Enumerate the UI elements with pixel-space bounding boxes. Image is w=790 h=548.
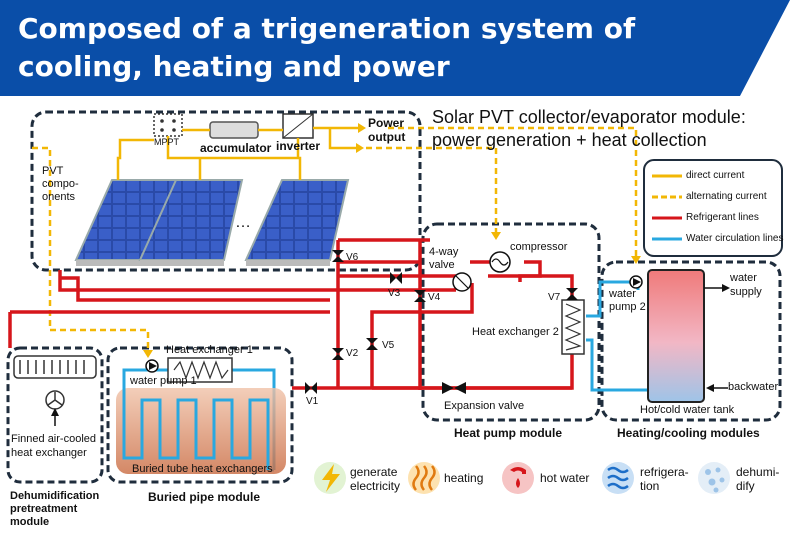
heat-pump-module-box <box>421 222 601 422</box>
valve-v5-label: V5 <box>382 340 395 351</box>
droplets-icon <box>698 462 730 494</box>
dehum-module-box <box>6 346 104 484</box>
feature-hot-water: hot water <box>540 471 590 485</box>
water-supply-label-2: supply <box>730 286 762 298</box>
dehum-module-label-3: module <box>10 516 50 528</box>
pvt-label-1: PVT <box>42 165 64 177</box>
pvt-heading-line1: Solar PVT collector/evaporator module: <box>432 107 746 127</box>
hot-water-icon <box>502 462 534 494</box>
valve-v1-label: V1 <box>306 396 319 407</box>
valve-v6-label: V6 <box>346 252 359 263</box>
water-supply-label-1: water <box>730 272 757 284</box>
water-pump-2-label-2: pump 2 <box>609 301 646 313</box>
cold-waves-icon <box>602 462 634 494</box>
mppt-box <box>153 113 183 137</box>
heating-module-label: Heating/cooling modules <box>617 426 760 440</box>
heat-pump-module-label: Heat pump module <box>454 426 563 440</box>
legend-direct-current: direct current <box>686 170 745 181</box>
solar-panel-2 <box>138 179 244 266</box>
legend-box <box>643 159 783 257</box>
water-pump-2-label-1: water <box>609 288 636 300</box>
four-way-label-1: 4-way <box>429 246 459 258</box>
pvt-module-box <box>30 110 422 272</box>
solar-panel-3 <box>244 179 350 266</box>
dehum-module-label-1: Dehumidification <box>10 490 100 502</box>
feature-dehumidify: dehumi-dify <box>736 465 780 493</box>
title-banner <box>0 0 790 96</box>
water-tank <box>647 269 705 403</box>
feature-heating: heating <box>444 471 484 485</box>
backwater-label: backwater <box>728 381 779 393</box>
water-pump-1-label: water pump 1 <box>130 375 197 387</box>
accumulator-box <box>209 121 259 139</box>
inverter-label: inverter <box>276 139 321 153</box>
expansion-valve-label: Expansion valve <box>444 400 525 412</box>
panel-ellipsis: … <box>235 214 251 231</box>
valve-v4-label: V4 <box>428 292 441 303</box>
feature-refrigeration: refrigera-tion <box>640 465 689 493</box>
finned-label-2: heat exchanger <box>11 447 87 459</box>
legend-water: Water circulation lines <box>686 233 784 244</box>
four-way-label-2: valve <box>429 259 455 271</box>
valve-v3-label: V3 <box>388 288 401 299</box>
tank-label: Hot/cold water tank <box>640 404 735 416</box>
valve-v7-label: V7 <box>548 292 561 303</box>
accumulator-label: accumulator <box>200 141 272 155</box>
heating-module-box <box>600 260 782 422</box>
finned-label-1: Finned air-cooled <box>11 433 96 445</box>
heat-waves-icon <box>408 462 440 494</box>
pvt-label-2: compo- <box>42 178 79 190</box>
compressor-label: compressor <box>510 241 568 253</box>
finned-heat-exchanger <box>13 355 97 426</box>
legend-refrigerant: Refrigerant lines <box>686 212 759 223</box>
power-output-label-1: Power <box>368 116 405 130</box>
buried-module-box <box>106 346 294 484</box>
legend-alternating-current: alternating current <box>686 191 767 202</box>
pvt-heading-line2: power generation + heat collection <box>432 130 707 150</box>
lightning-icon <box>314 462 346 494</box>
pvt-label-3: onents <box>42 191 76 203</box>
heat-exchanger-1 <box>167 357 233 383</box>
heat-exchanger-2-label: Heat exchanger 2 <box>472 326 559 338</box>
heat-exchanger-1-label: Heat exchanger 1 <box>166 344 253 356</box>
buried-module-label: Buried pipe module <box>148 490 261 504</box>
dehum-module-label-2: pretreatment <box>10 503 78 515</box>
expansion-valve <box>442 382 454 394</box>
valve-v2-label: V2 <box>346 348 359 359</box>
page-title: Composed of a trigeneration system of co… <box>18 12 636 83</box>
mppt-label: MPPT <box>154 137 180 147</box>
power-output-label-2: output <box>368 130 406 144</box>
buried-tubes-label: Buried tube heat exchangers <box>132 463 273 475</box>
